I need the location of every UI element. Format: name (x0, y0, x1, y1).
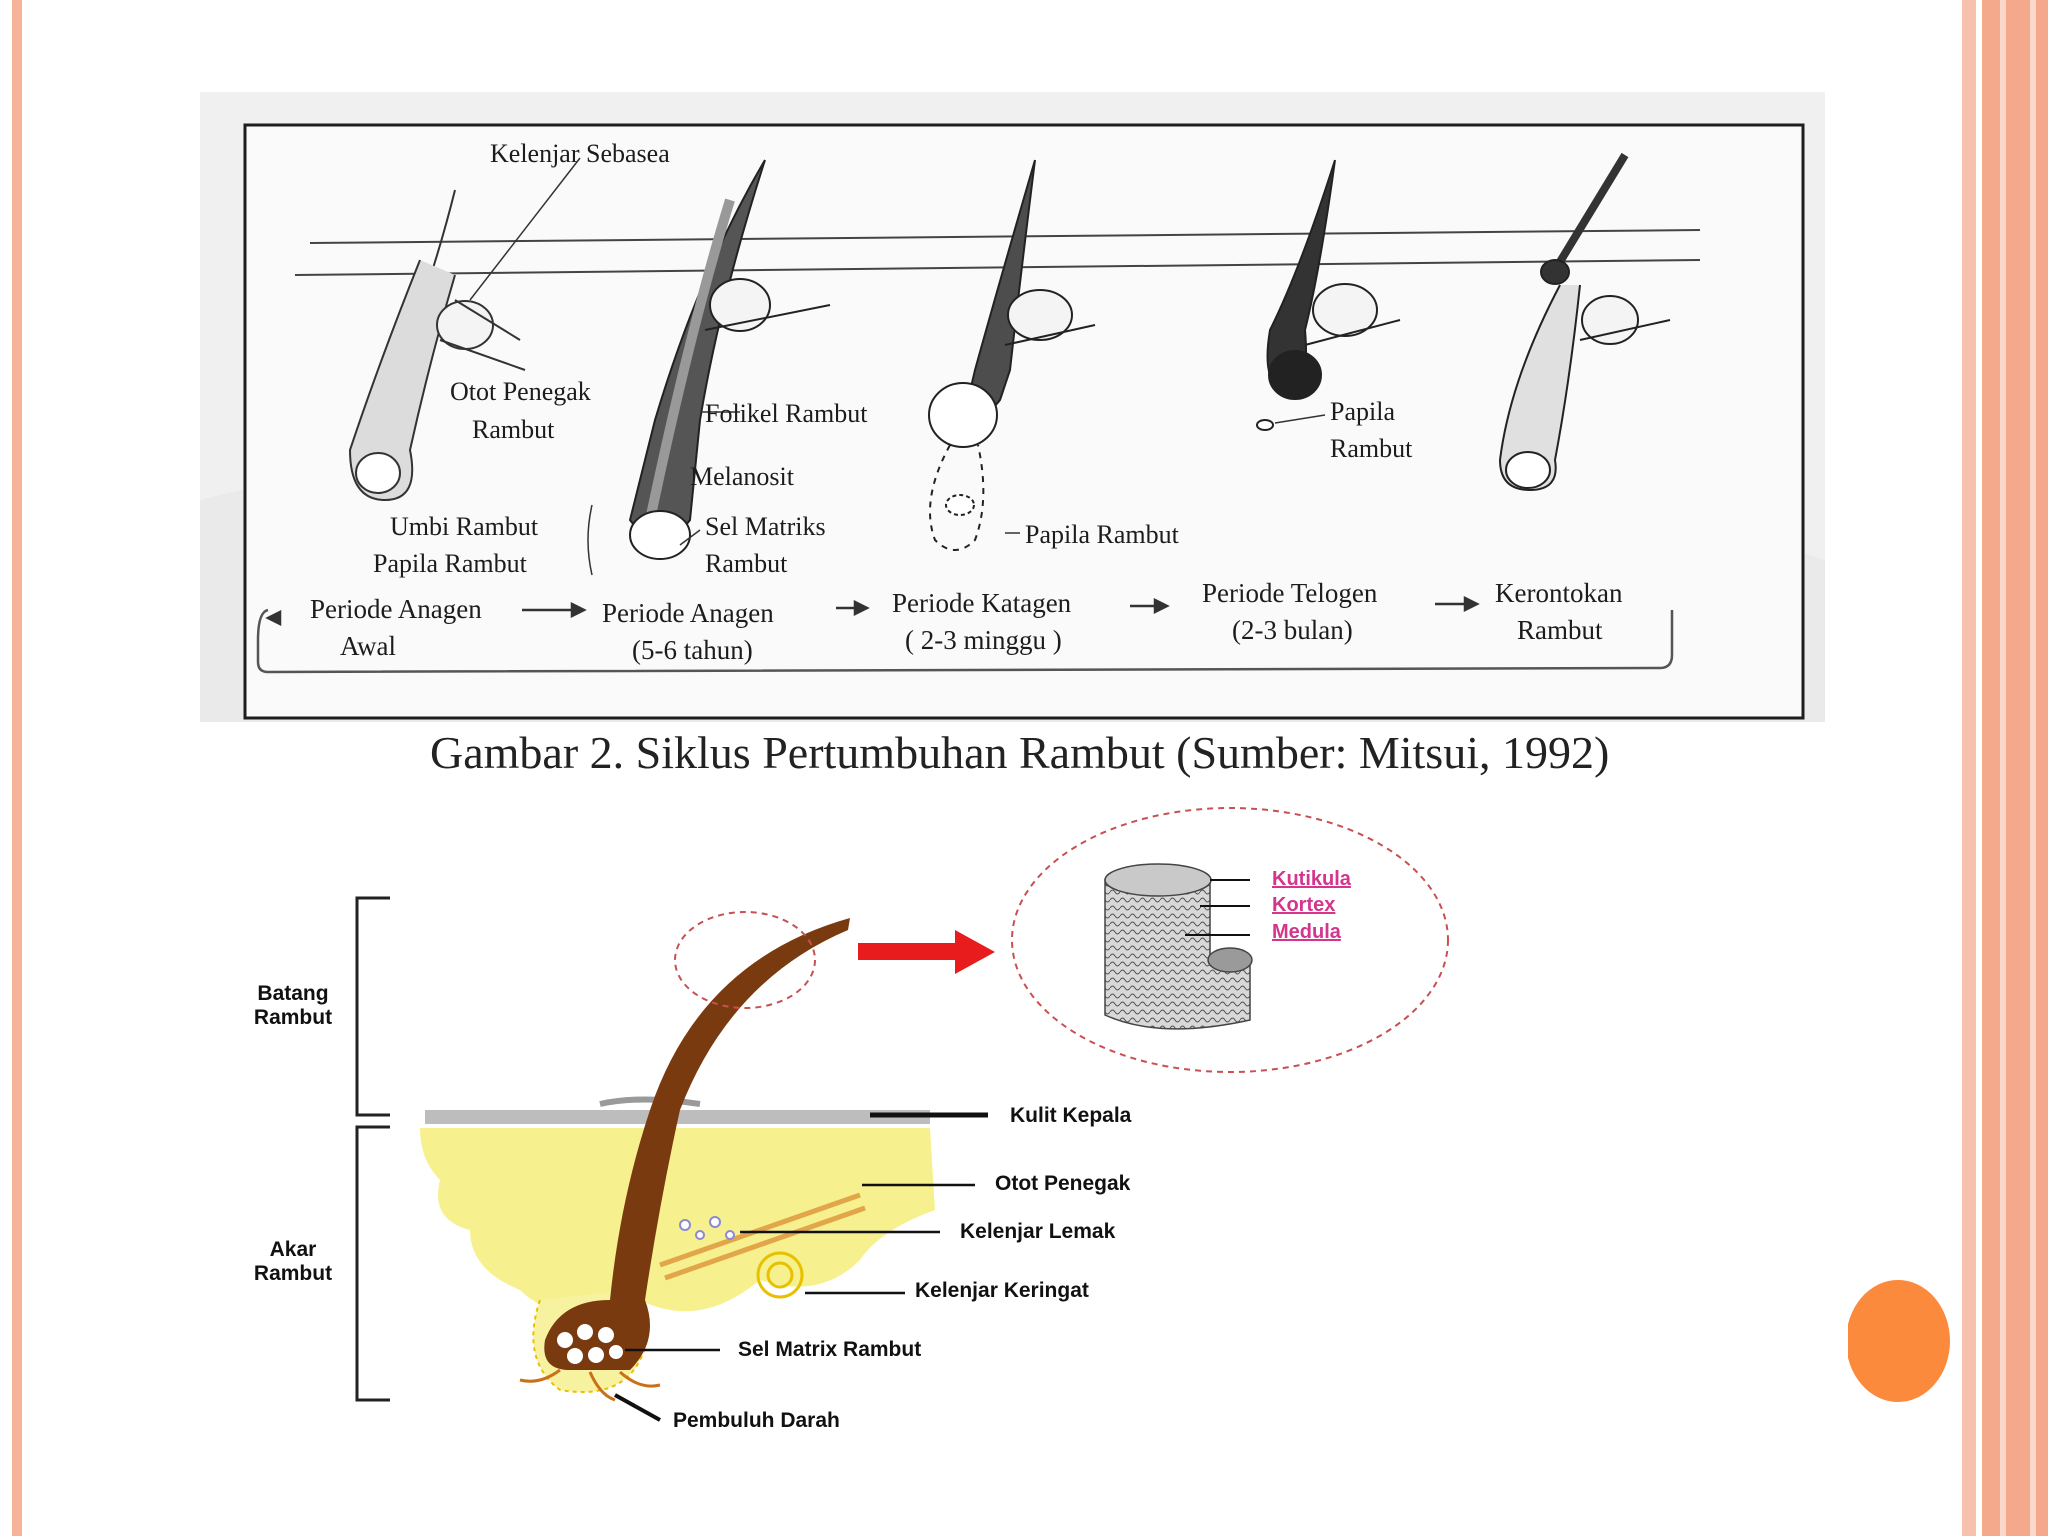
follicle-shedding (1498, 152, 1671, 492)
callout-lines (614, 1112, 988, 1422)
stage-anagen-early: Periode Anagen Awal (310, 594, 482, 661)
label-papilla-right-line2: Rambut (1330, 434, 1413, 463)
label-follicle: Folikel Rambut (705, 399, 868, 428)
slide-frame-right-stripe-2 (2030, 0, 2036, 1536)
slide-frame-left (12, 0, 22, 1536)
stage-catagen-line1: Periode Katagen (892, 588, 1072, 618)
zoom-detail-circle (1011, 807, 1449, 1073)
stage-anagen-early-line1: Periode Anagen (310, 594, 482, 624)
slide-frame-right-stripe (2000, 0, 2006, 1536)
label-shaft-line2: Rambut (254, 1006, 332, 1029)
side-brackets (355, 896, 390, 1402)
link-medula[interactable]: Medula (1272, 921, 1342, 943)
skin-surface-lines (294, 229, 1701, 276)
stage-anagen-line2: (5-6 tahun) (632, 635, 753, 665)
stage-bracket (256, 608, 1674, 674)
label-sebaceous-gland: Kelenjar Sebasea (490, 139, 670, 168)
fat-tissue (420, 1128, 935, 1313)
sebaceous-gland (679, 1216, 735, 1240)
label-matrix-line2: Rambut (705, 549, 788, 578)
stage-shedding: Kerontokan Rambut (1495, 578, 1623, 645)
zoom-source-circle (674, 911, 816, 1009)
callout-scalp: Kulit Kepala (1010, 1104, 1132, 1127)
stage-telogen: Periode Telogen (2-3 bulan) (1202, 578, 1378, 645)
figure-caption: Gambar 2. Siklus Pertumbuhan Rambut (Sum… (430, 727, 1609, 778)
hair-cross-section (1104, 863, 1253, 1030)
arrow-head-icon (1463, 595, 1480, 613)
leader-lines (469, 157, 1326, 576)
erector-muscle (659, 1192, 866, 1281)
label-papilla-mid: Papila Rambut (1025, 520, 1180, 549)
label-bulb: Umbi Rambut (390, 512, 539, 541)
anatomy-figure: Batang Rambut Akar Rambut (254, 807, 1449, 1432)
label-melanocyte: Melanosit (690, 462, 795, 491)
stage-shedding-line1: Kerontokan (1495, 578, 1623, 608)
stage-anagen-line1: Periode Anagen (602, 598, 774, 628)
callout-labels: Kulit Kepala Otot Penegak Kelenjar Lemak… (673, 1104, 1132, 1432)
scalp-ridge (599, 1096, 701, 1107)
label-papilla-right-line1: Papila (1330, 397, 1395, 426)
matrix-cells (555, 1322, 625, 1366)
follicle-catagen (928, 159, 1096, 551)
callout-blood-vessel: Pembuluh Darah (673, 1409, 840, 1432)
stage-telogen-line1: Periode Telogen (1202, 578, 1378, 608)
arrow-head-icon (265, 609, 282, 627)
arrow-head-icon (1153, 597, 1170, 615)
sweat-gland (756, 1251, 804, 1299)
link-kortex[interactable]: Kortex (1272, 894, 1335, 916)
label-papilla-left: Papila Rambut (373, 549, 528, 578)
arrow-head-icon (570, 601, 587, 619)
slide-accent-circle (1838, 1280, 1950, 1402)
cross-section-labels: Kutikula Kortex Medula (1272, 868, 1352, 943)
label-shaft-line1: Batang (257, 982, 328, 1005)
cycle-figure: Kelenjar Sebasea Otot Penegak Rambut Fol… (200, 92, 1825, 778)
arrow-head-icon (853, 599, 870, 617)
bracket-shaft (355, 896, 390, 1117)
stage-arrows (265, 595, 1480, 627)
callout-sebaceous-gland: Kelenjar Lemak (960, 1220, 1116, 1243)
stage-sequence: Periode Anagen Awal Periode Anagen (5-6 … (265, 578, 1623, 665)
follicle-telogen (1256, 159, 1401, 431)
blood-vessels (519, 1368, 661, 1402)
label-erector-muscle-line2: Rambut (472, 415, 555, 444)
follicle-anagen-early (348, 189, 526, 502)
label-root-line1: Akar (270, 1238, 317, 1261)
callout-matrix-cells: Sel Matrix Rambut (738, 1338, 921, 1361)
label-root-line2: Rambut (254, 1262, 332, 1285)
callout-sweat-gland: Kelenjar Keringat (915, 1279, 1089, 1302)
cross-section-leaders (1185, 879, 1250, 936)
slide-frame-right-outer (1982, 0, 2048, 1536)
link-kutikula[interactable]: Kutikula (1272, 868, 1352, 890)
stage-telogen-line2: (2-3 bulan) (1232, 615, 1353, 645)
label-matrix-line1: Sel Matriks (705, 512, 826, 541)
hair-strand (544, 918, 850, 1370)
slide-frame-right-inner (1962, 0, 1976, 1536)
stage-anagen-early-line2: Awal (340, 631, 396, 661)
cycle-labels: Kelenjar Sebasea Otot Penegak Rambut Fol… (373, 139, 1413, 578)
zoom-arrow-icon (858, 930, 995, 974)
follicle-anagen (628, 159, 831, 560)
stage-shedding-line2: Rambut (1517, 615, 1603, 645)
stage-anagen: Periode Anagen (5-6 tahun) (602, 598, 774, 665)
bracket-root (355, 1125, 390, 1402)
callout-erector-muscle: Otot Penegak (995, 1172, 1131, 1195)
stage-catagen: Periode Katagen ( 2-3 minggu ) (892, 588, 1072, 655)
stage-catagen-line2: ( 2-3 minggu ) (905, 625, 1062, 655)
label-erector-muscle-line1: Otot Penegak (450, 377, 591, 406)
